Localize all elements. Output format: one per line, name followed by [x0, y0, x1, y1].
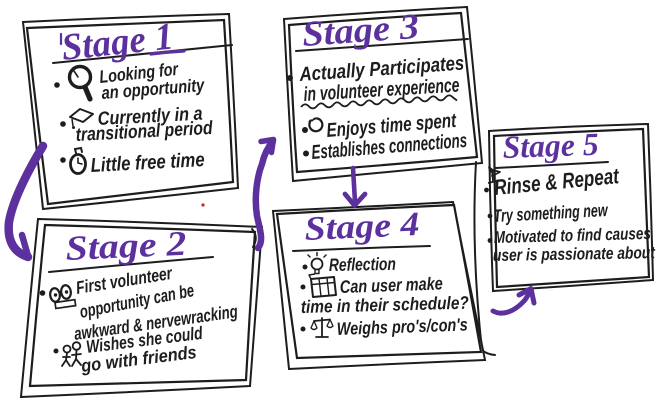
svg-text:Can user make: Can user make [339, 273, 443, 297]
svg-text:Stage 3: Stage 3 [301, 6, 421, 54]
svg-text:Motivated to find causes: Motivated to find causes [494, 224, 651, 247]
svg-text:Reflection: Reflection [329, 254, 396, 275]
svg-text:Stage 2: Stage 2 [65, 224, 188, 268]
svg-text:Stage 4: Stage 4 [304, 206, 421, 248]
svg-text:Stage 5: Stage 5 [502, 126, 599, 165]
svg-text:time in their schedule?: time in their schedule? [301, 293, 469, 317]
svg-text:Weighs pro's/con's: Weighs pro's/con's [336, 314, 468, 339]
svg-text:user is passionate about: user is passionate about [493, 243, 656, 265]
